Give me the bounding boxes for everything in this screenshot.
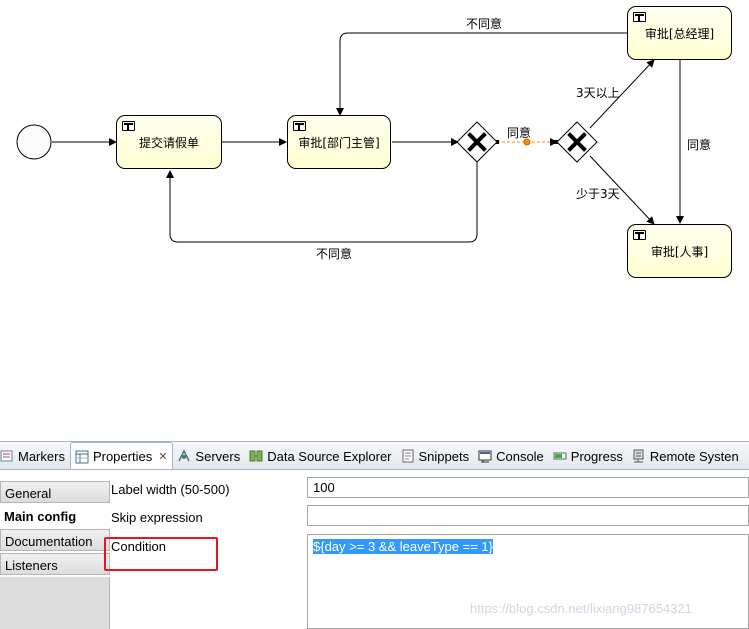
markers-icon	[0, 449, 14, 463]
task-hr[interactable]: 审批[人事]	[627, 224, 732, 278]
user-task-icon	[633, 12, 646, 22]
skip-expression-field[interactable]	[307, 505, 749, 526]
view-tab-bar: Markers Properties ✕ Servers Data Source…	[0, 441, 749, 470]
task-label: 审批[部门主管]	[298, 135, 380, 150]
skip-expression-label: Skip expression	[111, 510, 203, 525]
task-submit-leave[interactable]: 提交请假单	[116, 115, 222, 169]
flow-handle-mid[interactable]	[523, 138, 531, 146]
task-dept-manager[interactable]: 审批[部门主管]	[287, 115, 391, 169]
tab-label: Console	[496, 448, 544, 464]
tab-label: Snippets	[418, 448, 470, 464]
properties-panel: General Main config Documentation Listen…	[0, 470, 749, 629]
snippets-icon	[401, 449, 415, 463]
servers-icon	[177, 449, 191, 463]
task-label: 提交请假单	[138, 135, 199, 150]
watermark: https://blog.csdn.net/lixiang987654321	[470, 601, 692, 616]
console-icon	[478, 449, 492, 463]
user-task-icon	[633, 230, 646, 240]
progress-icon	[553, 449, 567, 463]
flow-label-dept-approve: 同意	[507, 126, 532, 140]
tab-label: Data Source Explorer	[267, 448, 392, 464]
flow-more-than-3[interactable]	[589, 59, 655, 129]
properties-icon	[75, 450, 89, 464]
exclusive-gateway-1[interactable]	[456, 121, 498, 163]
flow-label-gm-approve: 同意	[687, 138, 712, 152]
tab-label: Servers	[195, 448, 241, 464]
tab-console[interactable]: Console	[474, 443, 549, 469]
side-tab-general[interactable]: General	[0, 481, 110, 503]
property-side-tabs: General Main config Documentation Listen…	[0, 470, 110, 629]
side-tab-label: Main config	[4, 509, 77, 524]
bpmn-canvas[interactable]: 提交请假单 审批[部门主管] 审批[总经理] 审批[人事] 不同意 同意 3天以…	[0, 0, 749, 440]
flow-label-gm-reject: 不同意	[466, 17, 503, 31]
side-tab-listeners[interactable]: Listeners	[0, 553, 110, 575]
task-label: 审批[总经理]	[644, 26, 715, 41]
close-icon[interactable]: ✕	[158, 451, 168, 463]
label-width-field[interactable]: 100	[307, 477, 749, 498]
data-source-icon	[249, 449, 263, 463]
remote-systems-icon	[632, 449, 646, 463]
tab-servers[interactable]: Servers	[173, 443, 245, 469]
side-tab-label: Listeners	[5, 558, 58, 573]
flow-label-dept-reject: 不同意	[316, 247, 353, 261]
tab-label: Properties	[92, 449, 153, 464]
tab-properties[interactable]: Properties ✕	[69, 442, 174, 469]
tab-label: Remote Systen	[649, 448, 739, 464]
condition-label: Condition	[111, 539, 166, 554]
label-width-label: Label width (50-500)	[111, 482, 230, 497]
condition-field[interactable]: ${day >= 3 && leaveType == 1}	[307, 534, 749, 629]
flow-handle-end[interactable]	[554, 140, 558, 144]
start-event[interactable]	[16, 124, 52, 160]
label-width-value: 100	[313, 480, 335, 495]
side-tab-documentation[interactable]: Documentation	[0, 529, 110, 551]
flow-dept-reject[interactable]	[166, 162, 478, 243]
task-general-manager[interactable]: 审批[总经理]	[627, 6, 732, 60]
side-tab-label: Documentation	[5, 534, 93, 549]
tab-remote-systems[interactable]: Remote Systen	[628, 443, 744, 469]
task-label: 审批[人事]	[650, 244, 709, 259]
side-tab-main-config[interactable]: Main config	[0, 505, 110, 527]
tab-data-source-explorer[interactable]: Data Source Explorer	[245, 443, 396, 469]
user-task-icon	[122, 121, 135, 131]
flow-label-more-than-3: 3天以上	[576, 86, 620, 100]
exclusive-gateway-2[interactable]	[556, 121, 598, 163]
tab-snippets[interactable]: Snippets	[397, 443, 475, 469]
condition-value: ${day >= 3 && leaveType == 1}	[313, 539, 493, 554]
user-task-icon	[293, 121, 306, 131]
tab-markers[interactable]: Markers	[0, 443, 70, 469]
tab-progress[interactable]: Progress	[549, 443, 628, 469]
side-tab-label: General	[5, 486, 52, 501]
flow-connections	[16, 32, 684, 243]
tab-label: Markers	[18, 448, 65, 464]
side-tabs-filler	[0, 577, 110, 629]
flow-less-than-3[interactable]	[589, 155, 655, 225]
tab-label: Progress	[570, 448, 623, 464]
flow-gm-reject[interactable]	[336, 32, 627, 116]
highlight-box	[104, 537, 218, 571]
flow-label-less-than-3: 少于3天	[576, 187, 620, 201]
